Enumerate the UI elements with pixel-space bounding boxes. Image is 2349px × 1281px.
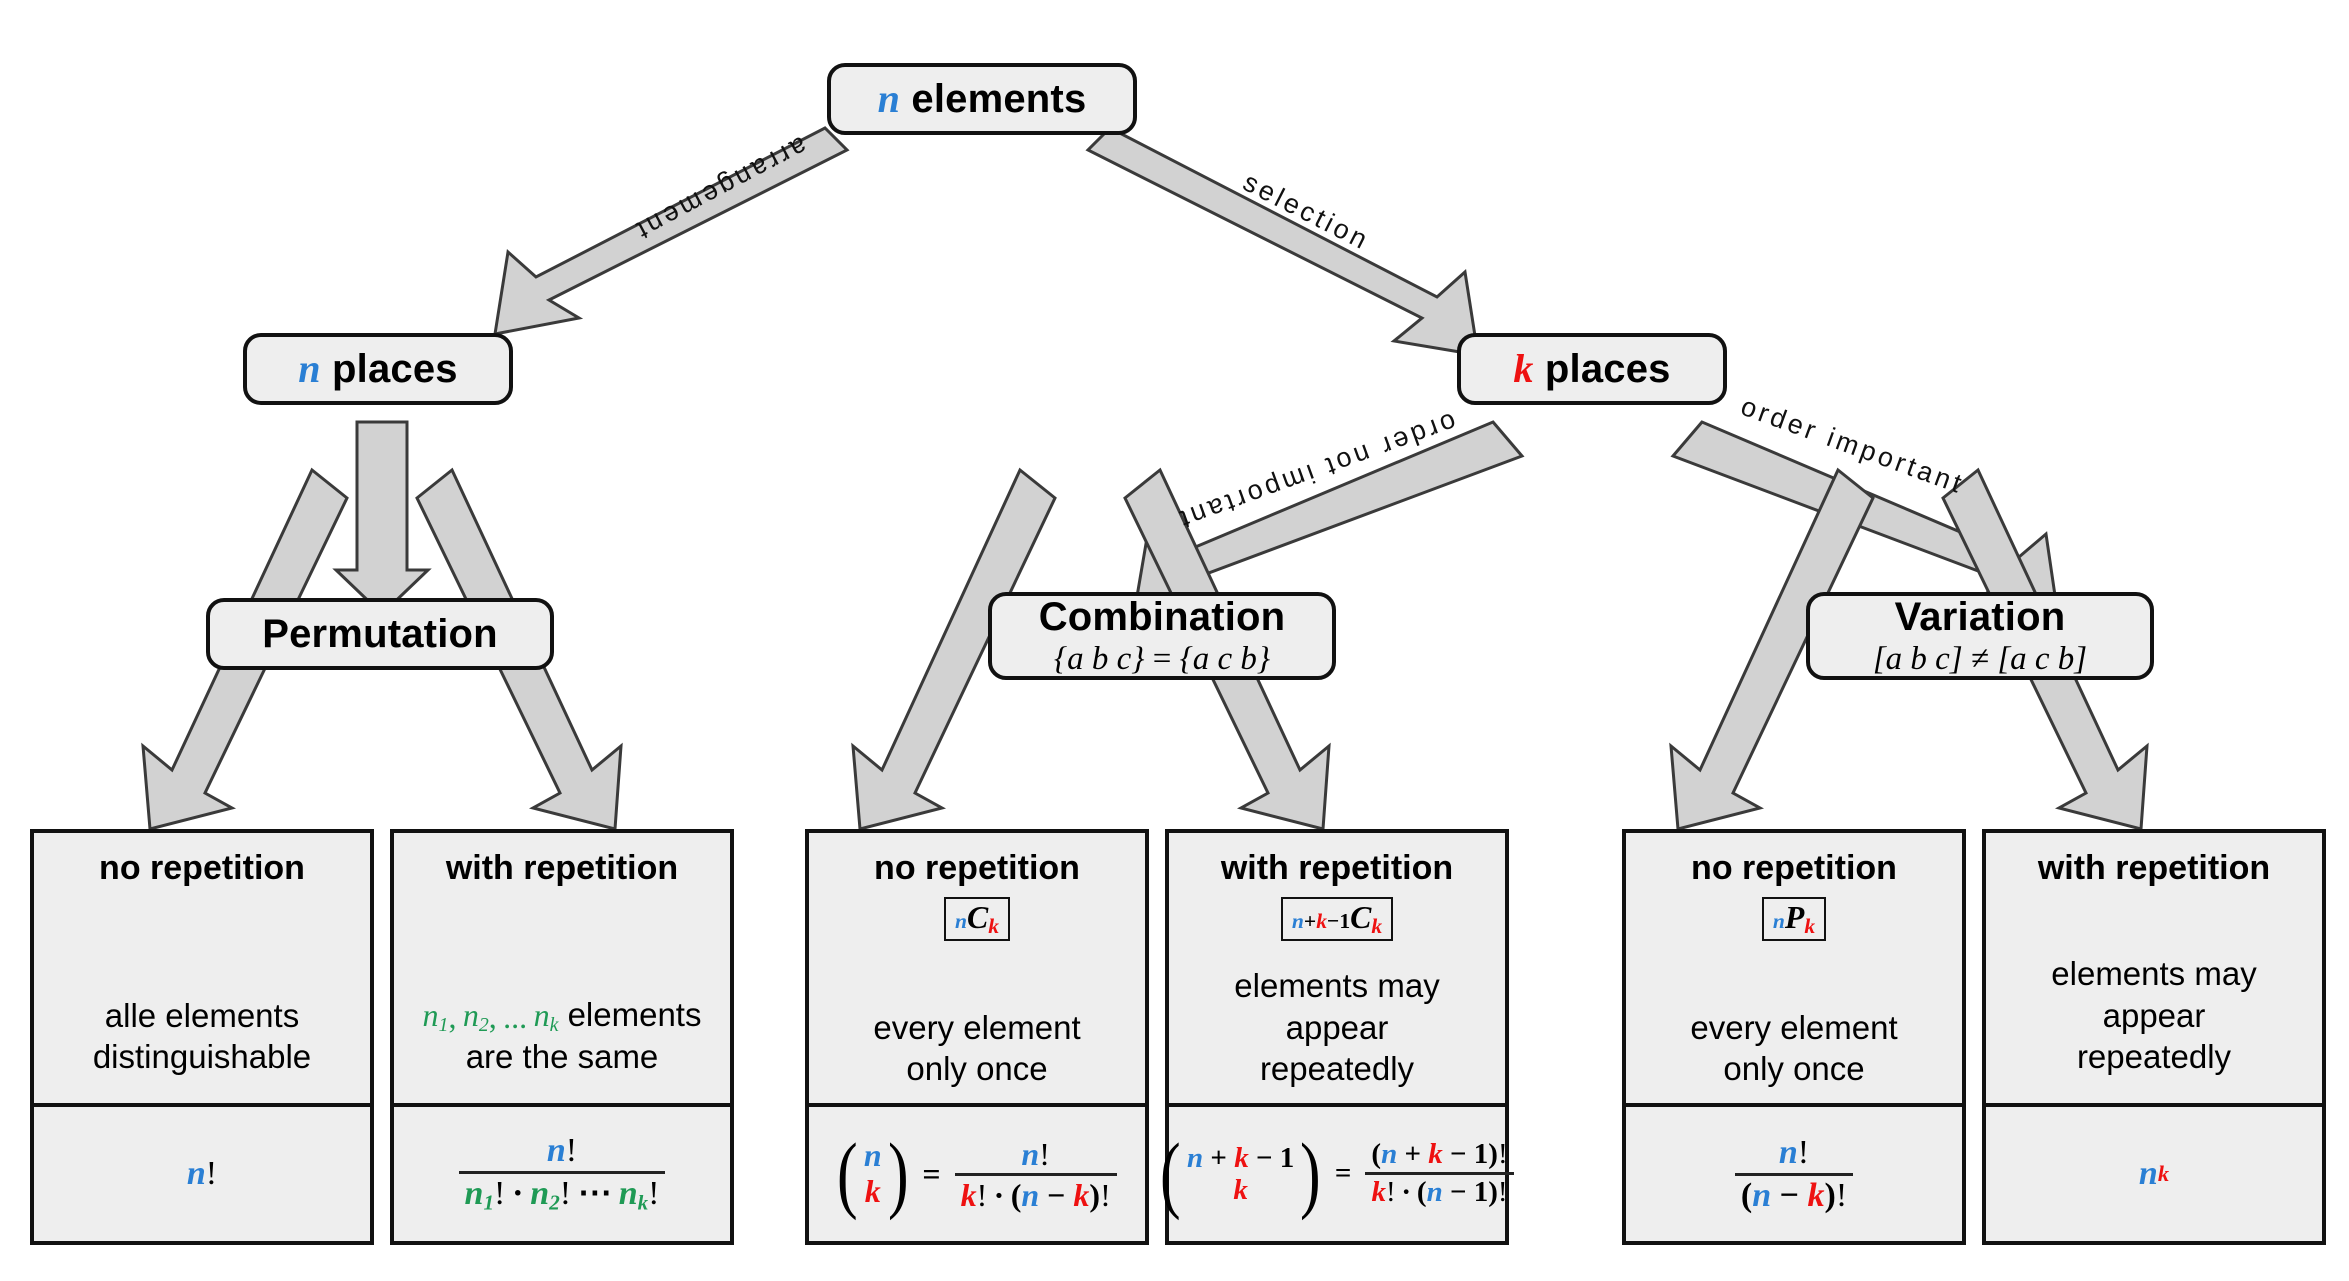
notation-badge-npkm1Ck: n+k−1Ck — [1280, 897, 1394, 941]
leaf-var-no-rep-top: no repetition nPk every element only onc… — [1626, 833, 1962, 1103]
variation-seq-left: [a b c] — [1872, 640, 1963, 677]
node-n-places[interactable]: n places — [243, 333, 513, 405]
edge-label-order-not-important: order not important — [1173, 406, 1461, 536]
edge-label-order-important: order important — [1737, 390, 1969, 500]
leaf-desc-line2: only once — [906, 1049, 1048, 1087]
symbol-n: n — [877, 76, 901, 121]
symbol-n: n — [298, 346, 321, 391]
node-n-elements[interactable]: n elements — [827, 63, 1137, 135]
leaf-desc-line1: every element — [873, 1008, 1081, 1046]
formula-falling-factorial: n! (n − k)! — [1731, 1135, 1857, 1213]
node-combination[interactable]: Combination {a b c} = {a c b} — [988, 592, 1336, 680]
leaf-comb-no-rep-top: no repetition nCk every element only onc… — [809, 833, 1145, 1103]
leaf-comb-with-rep[interactable]: with repetition n+k−1Ck elements may app… — [1160, 829, 1514, 1245]
symbol-k: k — [1513, 346, 1534, 391]
leaf-head: with repetition — [2037, 849, 2271, 887]
arrow-n-places-to-permutation — [332, 420, 432, 617]
symbols-n-series: n1, n2, ... nk — [422, 996, 559, 1036]
leaf-var-with-rep-top: with repetition elements may appear repe… — [1986, 833, 2322, 1103]
leaf-description: elements may appear repeatedly — [1996, 953, 2312, 1077]
node-n-elements-title: n elements — [877, 76, 1087, 121]
leaf-description: n1, n2, ... nk elements are the same — [423, 994, 702, 1077]
leaf-head: with repetition — [1220, 849, 1454, 887]
node-n-elements-label: elements — [911, 77, 1087, 121]
leaf-perm-with-rep-top: with repetition n1, n2, ... nk elements … — [394, 833, 730, 1103]
leaf-var-no-rep[interactable]: no repetition nPk every element only onc… — [1622, 829, 1966, 1245]
leaf-description: alle elements distinguishable — [93, 995, 311, 1078]
node-k-places-title: k places — [1513, 346, 1671, 391]
arrow-root-to-k-places — [1085, 126, 1480, 357]
leaf-desc-line1: elements may appear — [2051, 955, 2257, 1034]
notation-badge-nCk: nCk — [943, 897, 1011, 941]
edge-label-arrangement: arrangement — [629, 130, 813, 248]
node-k-places-label: places — [1544, 347, 1671, 391]
formula-n-factorial: n! — [186, 1155, 218, 1192]
leaf-head: no repetition — [1691, 849, 1897, 887]
node-k-places[interactable]: k places — [1457, 333, 1727, 405]
node-n-places-title: n places — [298, 346, 458, 391]
leaf-description: every element only once — [1690, 1007, 1897, 1090]
notation-badge-nPk: nPk — [1761, 897, 1827, 941]
node-permutation[interactable]: Permutation — [206, 598, 554, 670]
leaf-var-no-rep-formula: n! (n − k)! — [1626, 1103, 1962, 1241]
formula-multiset-combination: ( n + k − 1 k ) = (n + k − 1)! k! · (n −… — [1156, 1130, 1517, 1217]
leaf-perm-no-rep-formula: n! — [34, 1103, 370, 1241]
leaf-comb-no-rep[interactable]: no repetition nCk every element only onc… — [805, 829, 1149, 1245]
formula-multiset-permutation: n! n1! · n2! ⋯ nk! — [455, 1134, 670, 1213]
node-variation-subtitle: [a b c] ≠ [a c b] — [1872, 640, 2088, 677]
node-variation[interactable]: Variation [a b c] ≠ [a c b] — [1806, 592, 2154, 680]
leaf-perm-no-rep-top: no repetition alle elements distinguisha… — [34, 833, 370, 1103]
combination-set-right: {a c b} — [1179, 640, 1271, 677]
leaf-desc-word: elements — [567, 995, 702, 1033]
leaf-perm-with-rep[interactable]: with repetition n1, n2, ... nk elements … — [390, 829, 734, 1245]
leaf-desc-line1: elements may appear — [1234, 967, 1440, 1046]
leaf-desc-line1: n1, n2, ... nk elements — [423, 994, 702, 1036]
leaf-desc-line2: repeatedly — [1259, 1049, 1415, 1087]
leaf-perm-no-rep[interactable]: no repetition alle elements distinguisha… — [30, 829, 374, 1245]
leaf-comb-with-rep-formula: ( n + k − 1 k ) = (n + k − 1)! k! · (n −… — [1160, 1103, 1514, 1241]
variation-seq-right: [a c b] — [1997, 640, 2088, 677]
leaf-var-with-rep[interactable]: with repetition elements may appear repe… — [1982, 829, 2326, 1245]
leaf-head: no repetition — [874, 849, 1080, 887]
leaf-comb-with-rep-top: with repetition n+k−1Ck elements may app… — [1169, 833, 1505, 1103]
leaf-desc-line2: distinguishable — [92, 1037, 312, 1075]
variation-seq-op: ≠ — [1970, 640, 1990, 677]
leaf-description: every element only once — [873, 1007, 1080, 1090]
edge-label-selection: selection — [1238, 166, 1376, 257]
leaf-description: elements may appear repeatedly — [1179, 965, 1495, 1089]
leaf-desc-line2: only once — [1723, 1049, 1865, 1087]
combination-set-op: = — [1152, 640, 1172, 677]
node-combination-title: Combination — [1038, 594, 1286, 639]
node-combination-subtitle: {a b c} = {a c b} — [1053, 640, 1271, 677]
leaf-desc-line1: every element — [1690, 1008, 1898, 1046]
node-permutation-title: Permutation — [262, 612, 498, 656]
leaf-desc-line2: are the same — [465, 1037, 659, 1075]
combination-set-left: {a b c} — [1053, 640, 1145, 677]
node-n-places-label: places — [332, 347, 458, 391]
leaf-desc-line2: repeatedly — [2076, 1037, 2232, 1075]
leaf-perm-with-rep-formula: n! n1! · n2! ⋯ nk! — [394, 1103, 730, 1241]
leaf-head: with repetition — [445, 849, 679, 887]
leaf-head: no repetition — [99, 849, 305, 887]
leaf-desc-line1: alle elements — [104, 996, 300, 1034]
node-variation-title: Variation — [1894, 594, 2066, 639]
